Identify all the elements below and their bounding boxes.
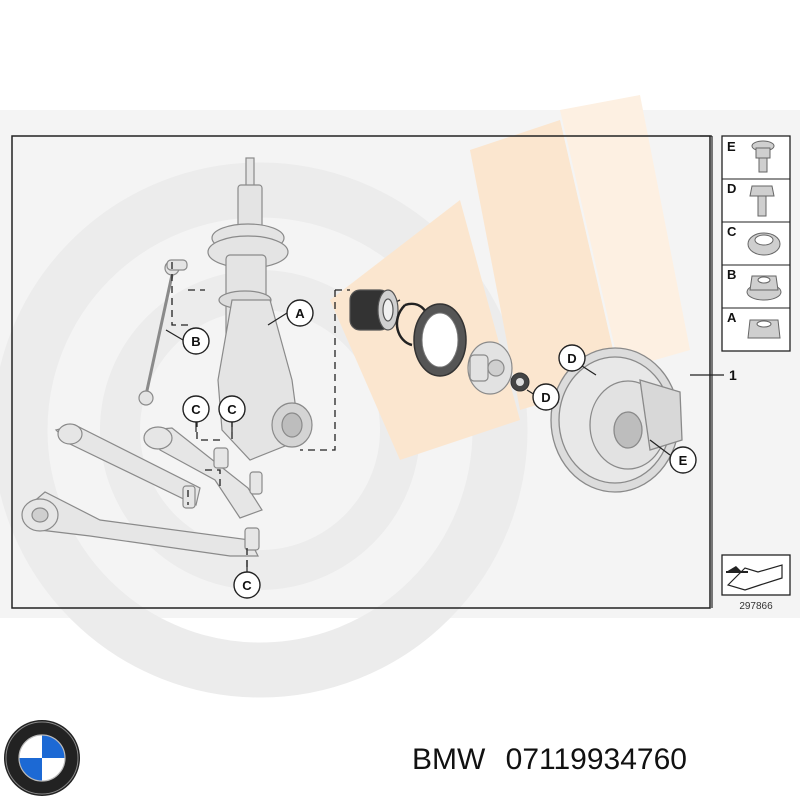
legend-letter-c: C [727, 224, 737, 239]
reference-number: 1 [729, 367, 737, 383]
hex-bolt-icon [749, 185, 775, 217]
diagram-frame [11, 135, 711, 609]
svg-text:C: C [227, 402, 237, 417]
callout-d-bottom: D [532, 383, 560, 411]
watermark-logo [0, 95, 800, 698]
image-number: 297866 [739, 601, 773, 612]
svg-text:C: C [191, 402, 201, 417]
svg-text:D: D [567, 351, 576, 366]
legend-letter-a: A [727, 310, 737, 325]
callout-d-top: D [558, 344, 586, 372]
part-number: 07119934760 [505, 743, 687, 776]
callout-leaders [165, 312, 671, 573]
svg-text:E: E [679, 453, 688, 468]
flange-nut-icon [746, 275, 782, 301]
callout-a: A [286, 299, 314, 327]
callout-c-bottom: C [233, 571, 261, 599]
bmw-logo [4, 720, 80, 796]
svg-text:B: B [191, 334, 200, 349]
control-arms [21, 423, 263, 557]
callout-c-right: C [218, 395, 246, 423]
legend-letter-d: D [727, 181, 736, 196]
hub-collar-nut [510, 372, 530, 392]
brake-disc [550, 347, 683, 493]
wheel-hub [467, 341, 513, 395]
svg-text:A: A [295, 306, 305, 321]
callout-e: E [669, 446, 697, 474]
callout-b: B [182, 327, 210, 355]
image-reference-box: 297866 [721, 554, 791, 612]
collar-nut-icon [747, 232, 781, 256]
product-title: BMW 07119934760 [412, 740, 792, 780]
legend-letter-b: B [727, 267, 736, 282]
wheel-bearing [349, 289, 399, 331]
legend-letter-e: E [727, 139, 736, 154]
fastener-legend: E D C B A [721, 135, 791, 352]
callout-c-left: C [182, 395, 210, 423]
dust-shield [413, 303, 467, 377]
strut-assembly [207, 157, 313, 461]
brand-name: BMW [412, 743, 486, 776]
collar-bolt-icon [751, 140, 775, 173]
hex-nut-icon [747, 319, 781, 339]
svg-text:D: D [541, 390, 550, 405]
svg-text:C: C [242, 578, 252, 593]
